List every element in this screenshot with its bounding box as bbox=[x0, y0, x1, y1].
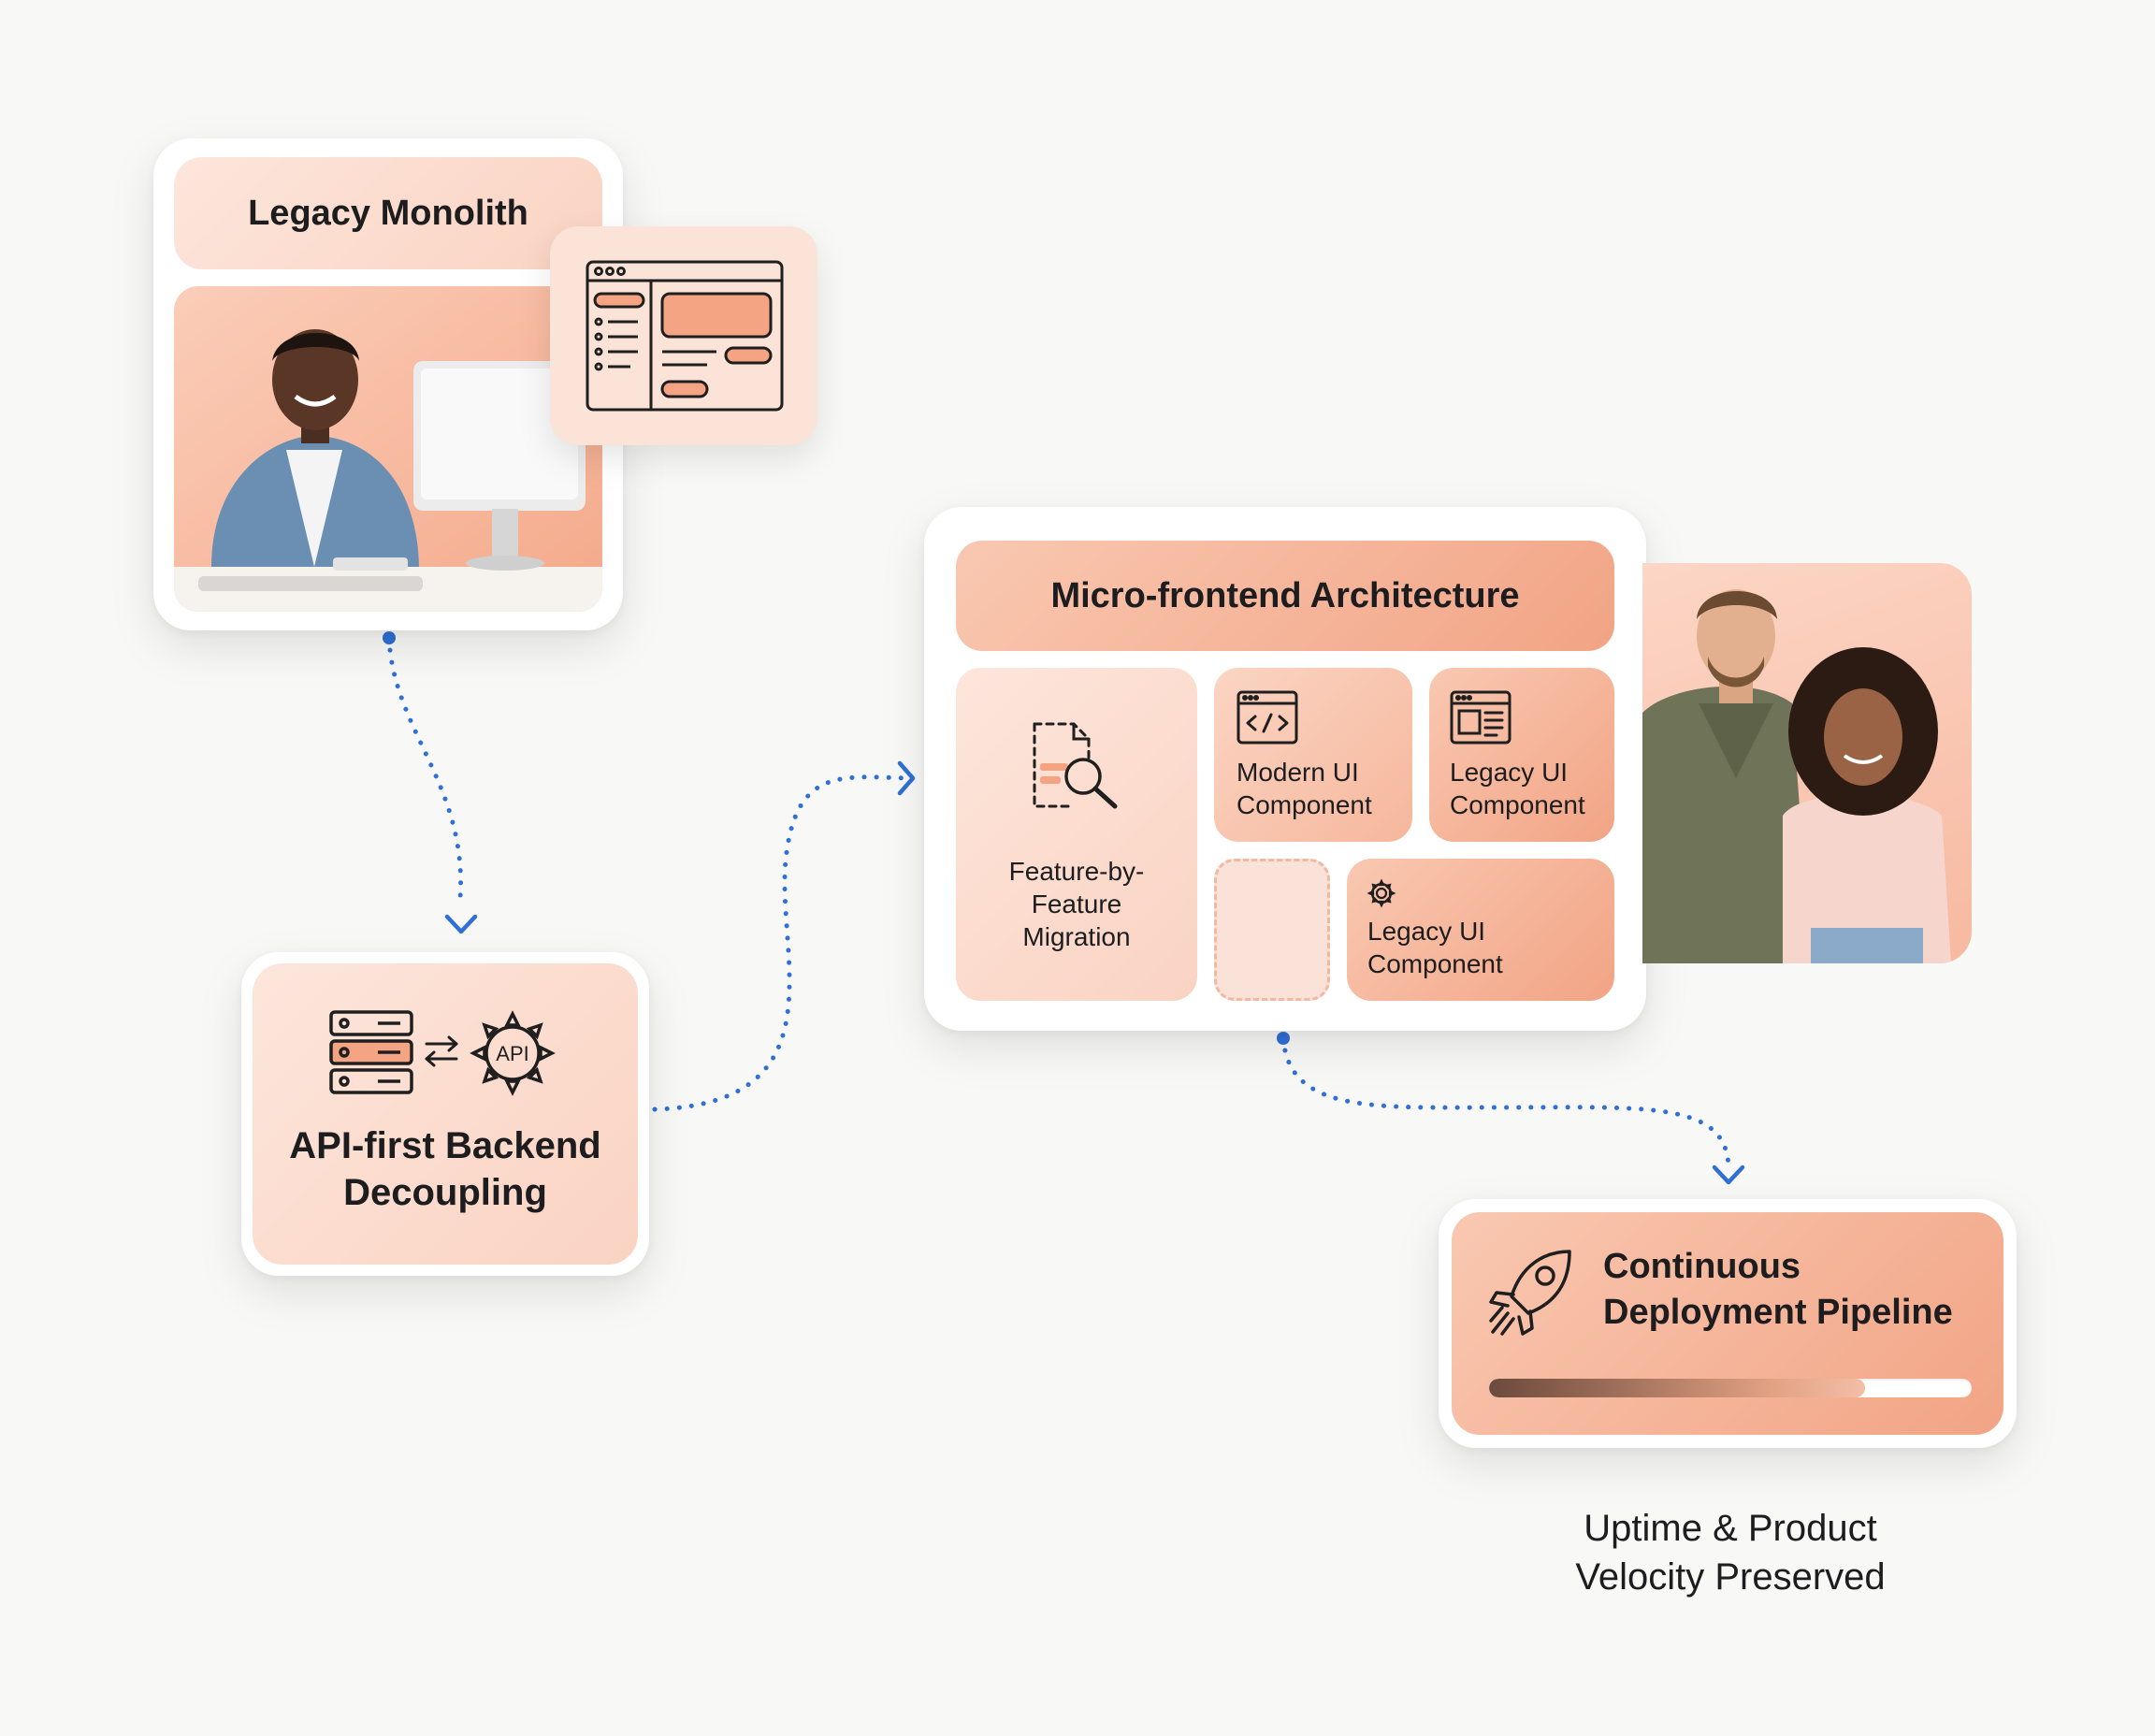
connector-api-to-mfe bbox=[652, 774, 910, 1112]
arrowhead-api bbox=[444, 914, 478, 934]
outcome-text: Uptime & Product Velocity Preserved bbox=[1575, 1508, 1886, 1598]
modern-ui-component-label: Modern UI Component bbox=[1237, 758, 1372, 819]
gear-icon bbox=[1367, 878, 1396, 908]
api-gear-icon: API bbox=[470, 1010, 556, 1096]
feature-migration-panel bbox=[956, 668, 1197, 1001]
document-search-icon bbox=[1033, 722, 1118, 809]
arrowhead-deploy bbox=[1712, 1165, 1745, 1185]
legacy-ui-component-2-label: Legacy UI Component bbox=[1367, 917, 1503, 978]
deployment-pipeline-panel bbox=[1452, 1212, 2003, 1435]
connector-dot-mfe bbox=[1277, 1032, 1290, 1045]
code-window-icon bbox=[1237, 690, 1298, 745]
api-backend-panel bbox=[253, 963, 638, 1265]
server-stack-icon bbox=[329, 1010, 413, 1094]
legacy-ui-component-1-label: Legacy UI Component bbox=[1450, 758, 1585, 819]
developer-photo bbox=[174, 286, 602, 612]
legacy-monolith-title: Legacy Monolith bbox=[174, 157, 602, 269]
legacy-ui-component-2 bbox=[1347, 859, 1614, 1001]
feature-migration-label: Feature-by- Feature Migration bbox=[1008, 857, 1145, 951]
api-badge-text: API bbox=[496, 1042, 528, 1065]
deployment-pipeline-title: Continuous Deployment Pipeline bbox=[1603, 1247, 1953, 1332]
connector-dot-monolith bbox=[383, 631, 396, 644]
empty-component-slot bbox=[1214, 859, 1330, 1001]
browser-layout-icon bbox=[586, 260, 784, 412]
connector-mfe-to-deploy bbox=[1280, 1035, 1731, 1172]
deployment-progress-fill bbox=[1489, 1379, 1866, 1397]
layout-window-icon bbox=[1450, 690, 1511, 745]
connector-monolith-to-api bbox=[386, 635, 464, 901]
deployment-progress-bar bbox=[1489, 1379, 1972, 1397]
team-photo bbox=[1642, 563, 1972, 963]
browser-layout-tile bbox=[550, 226, 817, 445]
rocket-icon bbox=[1489, 1250, 1571, 1336]
swap-arrows-icon bbox=[425, 1035, 458, 1067]
arrowhead-mfe bbox=[897, 760, 916, 796]
micro-frontend-title: Micro-frontend Architecture bbox=[956, 541, 1614, 651]
api-backend-title: API-first Backend Decoupling bbox=[289, 1125, 601, 1213]
